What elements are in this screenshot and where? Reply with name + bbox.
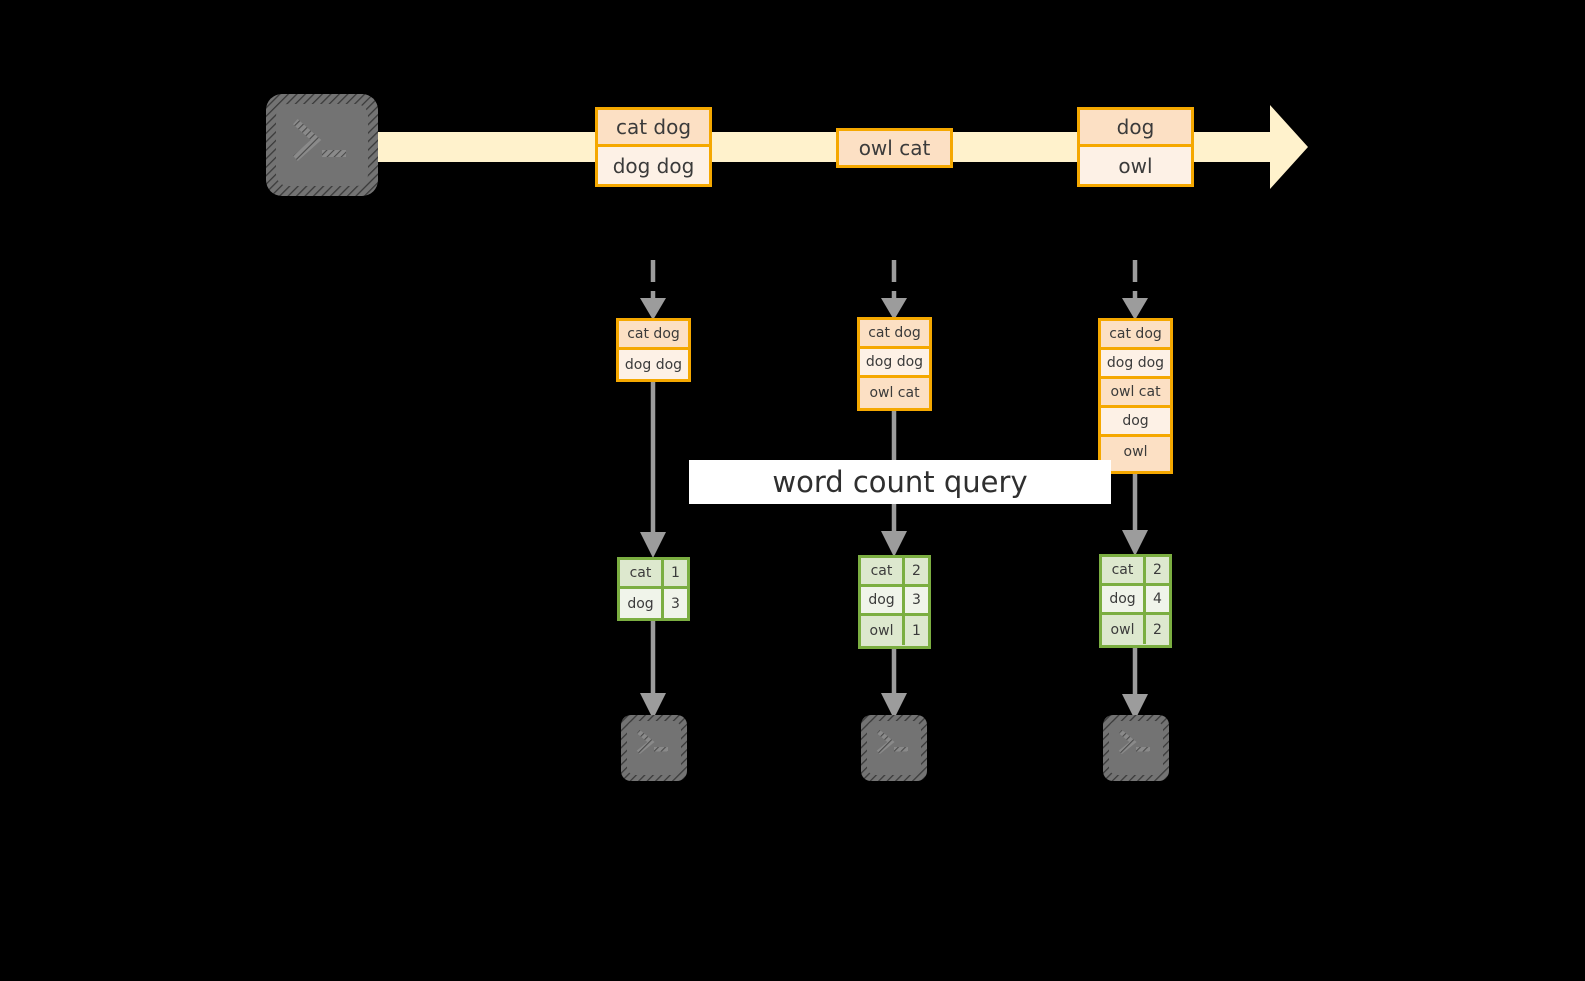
dashed-connector-1 [640,260,666,320]
input-record: cat dog [1101,321,1170,350]
stream-record: dog [1080,110,1191,147]
input-record: cat dog [860,320,929,349]
result-row: dog 3 [861,587,928,616]
source-terminal-icon [264,92,380,198]
result-word: cat [861,558,905,584]
query-label-banner: word count query [689,460,1111,504]
stream-record: dog dog [598,147,709,184]
result-row: owl 1 [861,616,928,645]
input-table-3: cat dog dog dog owl cat dog owl [1098,318,1173,474]
result-word: cat [620,560,664,586]
result-table-3: cat 2 dog 4 owl 2 [1099,554,1172,648]
sink-terminal-icon-1 [620,714,688,782]
result-row: dog 3 [620,589,687,618]
result-row: cat 2 [1102,557,1169,586]
input-record: dog dog [860,349,929,378]
result-count: 1 [905,616,928,645]
dashed-connector-2 [881,260,907,320]
input-record: dog dog [619,350,688,379]
result-row: dog 4 [1102,586,1169,615]
stream-record: owl [1080,147,1191,184]
result-word: owl [861,616,905,645]
result-row: owl 2 [1102,615,1169,644]
result-row: cat 2 [861,558,928,587]
result-row: cat 1 [620,560,687,589]
input-table-2: cat dog dog dog owl cat [857,317,932,411]
result-table-1: cat 1 dog 3 [617,557,690,621]
terminal-glyph [1103,715,1169,781]
sink-connector-1 [640,621,666,719]
input-record: owl [1101,437,1170,466]
input-table-1: cat dog dog dog [616,318,691,382]
stream-record: owl cat [839,131,950,165]
query-connector-1 [640,382,666,558]
result-word: cat [1102,557,1146,583]
result-word: dog [620,589,664,618]
input-record: dog [1101,408,1170,437]
result-count: 2 [905,558,928,584]
input-record: owl cat [1101,379,1170,408]
stream-batch-1: cat dog dog dog [595,107,712,187]
result-table-2: cat 2 dog 3 owl 1 [858,555,931,649]
stream-batch-3: dog owl [1077,107,1194,187]
stream-record: cat dog [598,110,709,147]
sink-terminal-icon-3 [1102,714,1170,782]
sink-connector-3 [1122,648,1148,720]
input-record: cat dog [619,321,688,350]
result-word: dog [861,587,905,613]
result-count: 2 [1146,615,1169,644]
sink-terminal-icon-2 [860,714,928,782]
query-connector-3 [1122,474,1148,556]
input-record: dog dog [1101,350,1170,379]
terminal-glyph [266,94,378,196]
result-count: 4 [1146,586,1169,612]
terminal-glyph [861,715,927,781]
result-count: 3 [905,587,928,613]
terminal-glyph [621,715,687,781]
result-count: 2 [1146,557,1169,583]
result-word: dog [1102,586,1146,612]
input-record: owl cat [860,378,929,407]
result-word: owl [1102,615,1146,644]
stream-batch-2: owl cat [836,128,953,168]
result-count: 3 [664,589,687,618]
sink-connector-2 [881,649,907,719]
dashed-connector-3 [1122,260,1148,320]
result-count: 1 [664,560,687,586]
